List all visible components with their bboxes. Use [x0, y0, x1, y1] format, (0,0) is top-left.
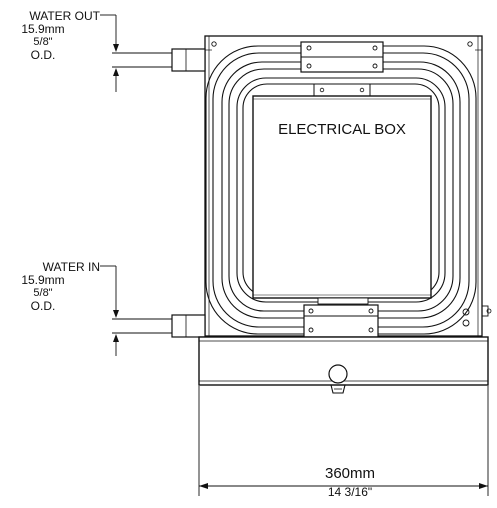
width-dimension-inches: 14 3/16": [327, 485, 373, 499]
water-in-size-mm: 15.9mm: [21, 273, 65, 287]
water-out-dimension: [100, 14, 119, 92]
water-in-pipe: [112, 314, 206, 338]
water-out-pipe: [112, 48, 206, 72]
drain-fitting: [328, 364, 348, 394]
water-in-dimension: [100, 265, 119, 356]
top-clamp: [300, 41, 384, 73]
width-dimension: [198, 386, 489, 496]
water-in-callout: WATER IN 15.9mm 5/8" O.D.: [2, 261, 114, 313]
water-in-label: WATER IN: [42, 260, 100, 274]
width-dimension-mm: 360mm: [324, 465, 376, 482]
water-out-size-in: 5/8": [33, 36, 53, 48]
water-out-size-mm: 15.9mm: [21, 22, 65, 36]
water-in-size-in: 5/8": [33, 287, 53, 299]
electrical-box: [252, 83, 432, 305]
bottom-clamp: [303, 304, 379, 338]
water-out-od: O.D.: [30, 48, 56, 62]
right-side-fittings: [462, 305, 492, 327]
water-out-label: WATER OUT: [29, 9, 100, 23]
water-out-callout: WATER OUT 15.9mm 5/8" O.D.: [2, 10, 114, 62]
electrical-box-label: ELECTRICAL BOX: [278, 121, 406, 138]
water-in-od: O.D.: [30, 299, 56, 313]
